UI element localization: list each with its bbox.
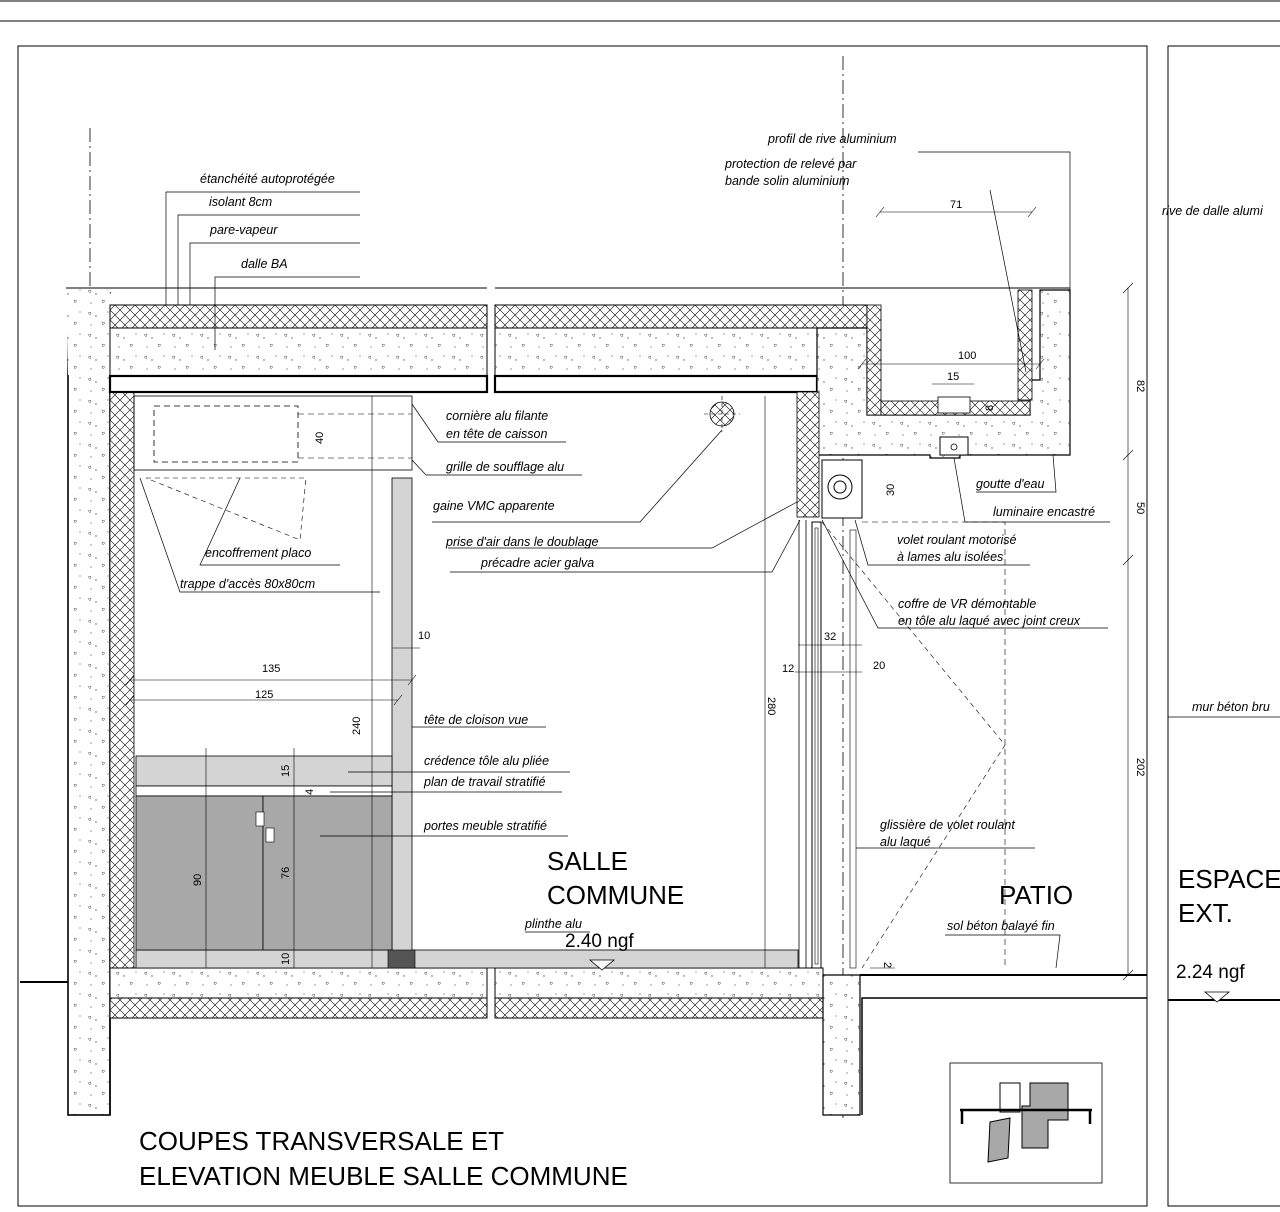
label-volet-1: volet roulant motorisé (897, 533, 1017, 547)
leader-lines (139, 151, 1280, 969)
label-coffre-1: coffre de VR démontable (898, 597, 1036, 611)
label-etancheite: étanchéité autoprotégée (200, 172, 335, 186)
dim-10b: 10 (280, 953, 292, 965)
left-wall (20, 292, 135, 1116)
room-espace-line2: EXT. (1178, 898, 1233, 928)
dim-30: 30 (885, 484, 897, 496)
dim-32: 32 (824, 631, 836, 643)
floor-slab (109, 949, 1280, 1116)
dim-202: 202 (1134, 758, 1146, 776)
label-encoffrement: encoffrement placo (205, 546, 311, 560)
label-corniere-1: cornière alu filante (446, 409, 548, 423)
dim-125: 125 (255, 689, 273, 701)
label-dalle: dalle BA (241, 257, 288, 271)
annotation-labels: étanchéité autoprotégée isolant 8cm pare… (180, 132, 1270, 933)
dim-15a: 15 (947, 371, 959, 383)
label-pare-vapeur: pare-vapeur (209, 223, 278, 237)
label-volet-2: à lames alu isolées (897, 550, 1003, 564)
level-ext: 2.24 ngf (1176, 962, 1245, 983)
room-espace-line1: ESPACE (1178, 864, 1280, 894)
label-plan-travail: plan de travail stratifié (423, 775, 546, 789)
dim-2: 2 (881, 962, 893, 968)
label-precadre: précadre acier galva (480, 556, 594, 570)
dim-50: 50 (1134, 502, 1146, 514)
label-profil-rive: profil de rive aluminium (767, 132, 897, 146)
label-protection-2: bande solin aluminium (725, 174, 849, 188)
label-coffre-2: en tôle alu laqué avec joint creux (898, 614, 1081, 628)
room-labels: SALLE COMMUNE PATIO ESPACE EXT. 2.40 ngf… (547, 846, 1280, 983)
label-luminaire: luminaire encastré (993, 505, 1095, 519)
label-rive-dalle: rive de dalle alumi (1162, 204, 1264, 218)
label-corniere-2: en tête de caisson (446, 427, 548, 441)
label-credence: crédence tôle alu pliée (424, 754, 549, 768)
label-portes: portes meuble stratifié (423, 819, 547, 833)
label-plinthe: plinthe alu (524, 917, 582, 931)
dim-100: 100 (958, 350, 976, 362)
roof-slab (66, 287, 1071, 518)
label-glissiere-2: alu laqué (880, 835, 931, 849)
dimension-labels: 71 100 15 8 82 40 30 50 10 135 125 240 2… (192, 199, 1146, 968)
dim-20: 20 (873, 660, 885, 672)
label-goutte: goutte d'eau (976, 477, 1044, 491)
title-line1: COUPES TRANSVERSALE ET (139, 1126, 504, 1156)
label-protection-1: protection de relevé par (724, 157, 857, 171)
label-sol-beton: sol béton balayé fin (947, 919, 1055, 933)
dimension-lines (125, 206, 1134, 981)
label-grille: grille de soufflage alu (446, 460, 564, 474)
dim-280: 280 (765, 697, 777, 715)
room-salle-line2: COMMUNE (547, 880, 684, 910)
drawing-title: COUPES TRANSVERSALE ET ELEVATION MEUBLE … (139, 1126, 628, 1191)
label-isolant: isolant 8cm (209, 195, 272, 209)
dim-15b: 15 (280, 765, 292, 777)
label-mur-beton: mur béton bru (1192, 700, 1270, 714)
level-markers (588, 959, 1231, 1003)
dim-8: 8 (984, 405, 996, 411)
dim-76: 76 (280, 867, 292, 879)
dim-71: 71 (950, 199, 962, 211)
dim-90: 90 (192, 874, 204, 886)
label-glissiere-1: glissière de volet roulant (880, 818, 1015, 832)
interior-elevation (133, 395, 740, 969)
dim-135: 135 (262, 663, 280, 675)
dim-40: 40 (314, 432, 326, 444)
dim-10a: 10 (418, 630, 430, 642)
label-trappe: trappe d'accès 80x80cm (180, 577, 315, 591)
title-line2: ELEVATION MEUBLE SALLE COMMUNE (139, 1161, 628, 1191)
room-salle-line1: SALLE (547, 846, 628, 876)
dim-240: 240 (351, 717, 363, 735)
label-gaine: gaine VMC apparente (433, 499, 555, 513)
dim-4: 4 (304, 789, 316, 795)
level-salle: 2.40 ngf (565, 931, 634, 952)
label-tete-cloison: tête de cloison vue (424, 713, 528, 727)
room-patio: PATIO (999, 880, 1073, 910)
label-prise-air: prise d'air dans le doublage (445, 535, 599, 549)
dim-12: 12 (782, 663, 794, 675)
key-plan (949, 1062, 1103, 1184)
dim-82: 82 (1134, 380, 1146, 392)
